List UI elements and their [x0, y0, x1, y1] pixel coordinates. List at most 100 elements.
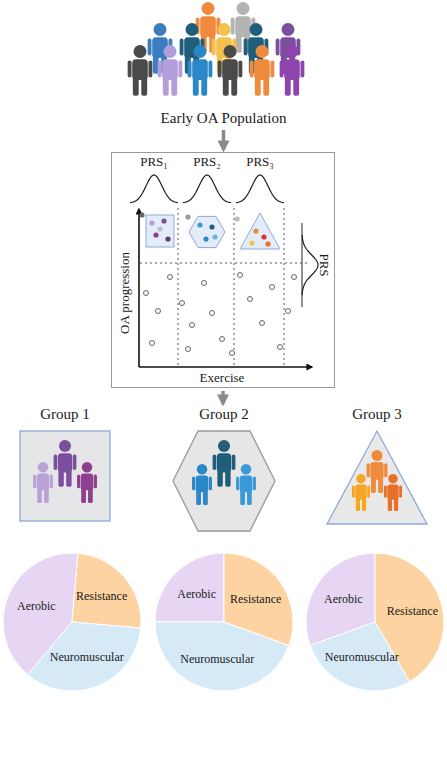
- plot-label: OA progression: [118, 252, 133, 334]
- plot-graphic: [112, 153, 336, 389]
- data-point: [186, 347, 191, 352]
- person-body: [196, 476, 209, 493]
- person-leg: [196, 490, 201, 505]
- person-arm: [148, 39, 152, 56]
- person-arm: [128, 61, 132, 78]
- distribution-curve: [183, 175, 231, 203]
- pie-group: [306, 553, 444, 691]
- person-arm: [300, 61, 304, 78]
- person-arm: [158, 61, 162, 78]
- person-body: [132, 59, 148, 80]
- person-figure: [213, 440, 236, 487]
- person-arm: [208, 61, 212, 78]
- person-arm: [54, 454, 58, 470]
- person-head: [256, 45, 269, 58]
- person-leg: [236, 35, 242, 53]
- person-head: [134, 45, 147, 58]
- y-axis: [138, 209, 140, 367]
- data-point: [180, 301, 185, 306]
- person-leg: [263, 78, 269, 96]
- data-point: [157, 226, 162, 231]
- data-point: [197, 222, 202, 227]
- person-arm: [236, 477, 239, 491]
- person-body: [37, 474, 50, 491]
- person-leg: [223, 78, 229, 96]
- person-arm: [250, 61, 254, 78]
- person-body: [254, 59, 270, 80]
- data-point: [153, 232, 158, 237]
- data-point: [185, 214, 190, 219]
- person-leg: [388, 498, 392, 511]
- person-leg: [141, 78, 147, 96]
- person-leg: [378, 478, 383, 493]
- person-leg: [193, 78, 199, 96]
- person-figure: [250, 45, 275, 96]
- person-head: [388, 474, 398, 484]
- person-arm: [367, 485, 370, 497]
- person-figure: [128, 45, 153, 96]
- data-point: [261, 234, 266, 239]
- pie-slice-label: Neuromuscular: [180, 653, 254, 667]
- pie-graphic: [154, 552, 294, 692]
- person-arm: [231, 18, 235, 35]
- pie-slice: [28, 622, 141, 691]
- person-head: [356, 474, 366, 484]
- person-head: [164, 45, 177, 58]
- population-label: Early OA Population: [110, 110, 337, 127]
- data-point: [278, 345, 283, 350]
- person-arm: [192, 477, 195, 491]
- person-head: [372, 450, 383, 461]
- data-point: [248, 297, 253, 302]
- person-arm: [178, 61, 182, 78]
- person-leg: [255, 78, 261, 96]
- person-figure: [192, 464, 212, 505]
- person-head: [154, 23, 167, 36]
- data-point: [286, 309, 291, 314]
- person-head: [197, 464, 208, 475]
- person-figure: [352, 474, 370, 511]
- plot-box: PRS₁PRS₂PRS₃OA progressionExercisePRS: [111, 152, 335, 388]
- person-leg: [66, 470, 71, 487]
- person-leg: [37, 488, 42, 503]
- person-leg: [285, 78, 291, 96]
- pie-group: [155, 553, 293, 691]
- person-leg: [163, 78, 169, 96]
- person-leg: [133, 78, 139, 96]
- pie-slice-label: Resistance: [387, 605, 438, 619]
- person-body: [58, 453, 72, 472]
- person-head: [237, 2, 250, 15]
- pie-slice-label: Neuromuscular: [50, 651, 124, 665]
- person-figure: [158, 45, 183, 96]
- pie-graphic: [2, 552, 142, 692]
- data-point: [230, 351, 235, 356]
- person-arm: [238, 61, 242, 78]
- person-arm: [367, 463, 370, 477]
- pie-slice: [155, 553, 224, 622]
- person-figure: [280, 45, 305, 96]
- person-arm: [212, 39, 216, 56]
- data-point: [260, 321, 265, 326]
- group-square: [20, 431, 110, 521]
- person-head: [218, 23, 231, 36]
- data-point: [212, 234, 217, 239]
- flow-arrow: [222, 130, 226, 150]
- pie-slice-label: Aerobic: [17, 600, 56, 614]
- person-leg: [201, 78, 207, 96]
- person-leg: [44, 488, 49, 503]
- data-point: [150, 341, 155, 346]
- pie-chart: AerobicResistanceNeuromuscular: [305, 552, 445, 692]
- person-arm: [180, 39, 184, 56]
- data-point: [220, 337, 225, 342]
- person-leg: [371, 478, 376, 493]
- person-head: [241, 464, 252, 475]
- person-head: [286, 45, 299, 58]
- person-figure: [236, 464, 256, 505]
- data-point: [234, 216, 239, 221]
- data-point: [249, 240, 254, 245]
- person-head: [194, 45, 207, 58]
- pie-slice: [72, 553, 141, 628]
- dotted-guide: [234, 208, 235, 365]
- person-leg: [394, 498, 398, 511]
- pie-chart: AerobicResistanceNeuromuscular: [154, 552, 294, 692]
